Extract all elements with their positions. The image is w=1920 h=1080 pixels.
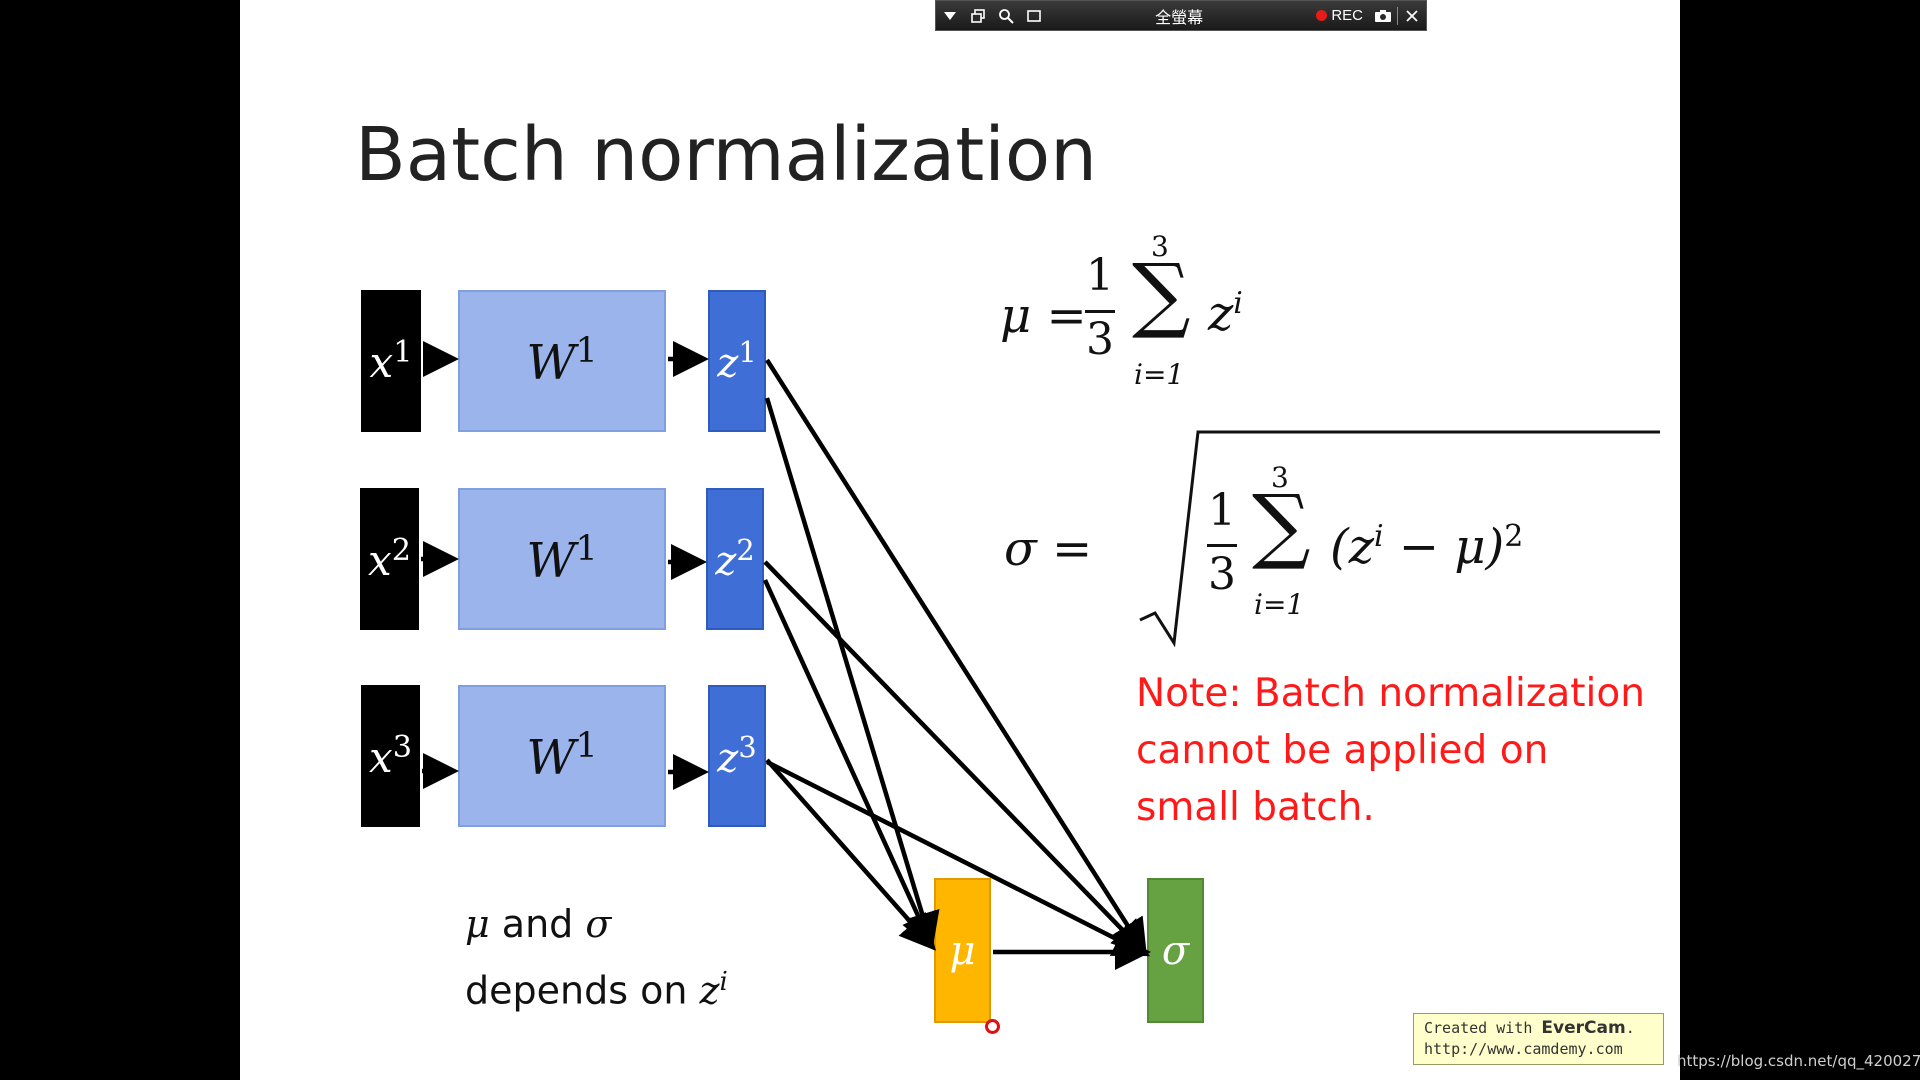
toolbar-separator: [1397, 6, 1398, 25]
record-label: REC: [1331, 7, 1363, 24]
zoom-icon: [999, 8, 1014, 24]
input-x1: x1: [361, 290, 421, 432]
zoom-button[interactable]: [992, 2, 1020, 30]
weight-w1-row2: W1: [458, 488, 666, 630]
wire-z2-mu: [762, 579, 936, 951]
region-icon: [1027, 9, 1041, 22]
wire-z3-sigma: [765, 759, 1151, 957]
evercam-watermark: Created with EverCam. http://www.camdemy…: [1413, 1013, 1664, 1065]
recording-toolbar: 全螢幕 REC: [935, 0, 1427, 31]
toolbar-title: 全螢幕: [1155, 9, 1204, 27]
connection-arrows: [421, 341, 1151, 970]
source-url: https://blog.csdn.net/qq_42002714: [1677, 1052, 1920, 1070]
record-button[interactable]: REC: [1310, 7, 1369, 24]
sqrt-sign-icon: [1139, 430, 1660, 648]
camera-button[interactable]: [1369, 2, 1397, 30]
wire-z1-mu: [764, 397, 940, 949]
close-icon: [1406, 9, 1418, 22]
record-icon: [1316, 10, 1328, 21]
dropdown-icon: [944, 11, 956, 20]
slide: Batch normalization x1 W1 z1 x2 W1 z2 x3…: [240, 0, 1680, 1080]
weight-w1-row1: W1: [458, 290, 666, 432]
slide-title: Batch normalization: [355, 112, 1098, 198]
region-button[interactable]: [1020, 2, 1048, 30]
close-button[interactable]: [1398, 2, 1426, 30]
weight-w1-row3: W1: [458, 685, 666, 827]
output-z3: z3: [708, 685, 766, 827]
camera-icon: [1375, 9, 1391, 22]
formula-mu: μ = 1 3 3 ∑ i=1 zi: [1000, 230, 1243, 391]
mu-box: μ: [934, 878, 991, 1023]
cursor-marker: [985, 1019, 1000, 1034]
output-z2: z2: [706, 488, 764, 630]
note-text: Note: Batch normalization cannot be appl…: [1136, 671, 1645, 830]
wire-z3-mu: [765, 758, 936, 951]
output-z1: z1: [708, 290, 766, 432]
dropdown-button[interactable]: [936, 2, 964, 30]
wire-z1-sigma: [765, 358, 1147, 956]
caption: μ and σ depends on zi: [465, 902, 728, 1013]
input-x3: x3: [361, 685, 420, 827]
restore-window-button[interactable]: [964, 2, 992, 30]
restore-window-icon: [971, 8, 985, 23]
input-x2: x2: [360, 488, 419, 630]
formula-sigma: σ = 1 3 3 ∑ i=1 (zi − μ)2: [1000, 425, 1660, 655]
wire-z2-sigma: [763, 560, 1149, 957]
